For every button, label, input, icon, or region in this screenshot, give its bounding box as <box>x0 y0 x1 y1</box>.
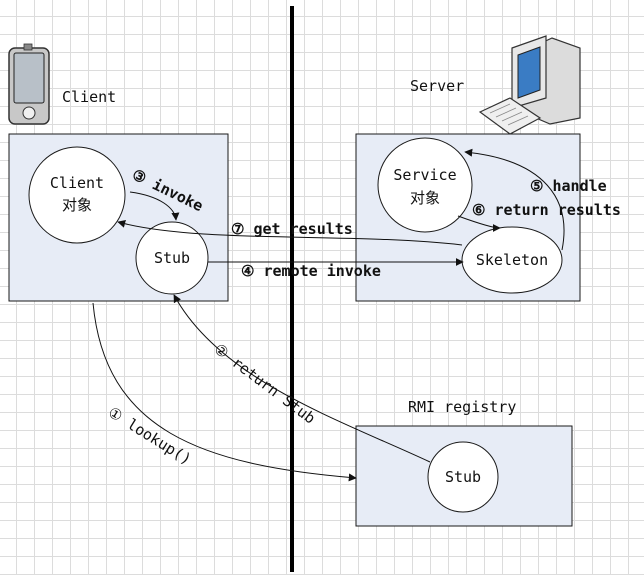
client-stub-label: Stub <box>154 249 190 267</box>
client-object-sublabel: 对象 <box>62 196 92 214</box>
return-stub-arrow <box>173 294 431 463</box>
service-object-sublabel: 对象 <box>410 189 440 207</box>
handle-arrow <box>464 148 565 251</box>
pda-icon <box>8 43 50 125</box>
skeleton-label: Skeleton <box>476 251 548 269</box>
get-results-arrow <box>117 219 463 246</box>
client-object-label: Client <box>50 174 104 192</box>
computer-icon <box>478 35 581 135</box>
step-lookup-label: ① lookup() <box>105 403 195 468</box>
service-object-label: Service <box>393 166 456 184</box>
client-stub-node: Stub <box>135 221 209 295</box>
step-return-stub-label: ② return Stub <box>211 340 319 428</box>
service-object-node: Service 对象 <box>377 137 473 233</box>
lookup-arrow <box>92 302 357 482</box>
return-results-arrow <box>457 215 501 232</box>
step-handle-label: ⑤ handle <box>530 177 607 195</box>
step-return-results-label: ⑥ return results <box>472 201 621 219</box>
skeleton-node: Skeleton <box>461 226 563 294</box>
client-object-node: Client 对象 <box>28 146 126 244</box>
server-label: Server <box>410 77 464 95</box>
invoke-arrow <box>129 191 180 221</box>
rmi-registry-label: RMI registry <box>408 398 516 416</box>
registry-stub-label: Stub <box>445 468 481 486</box>
client-label: Client <box>62 88 116 106</box>
step-get-results-label: ⑦ get results <box>231 220 353 238</box>
step-remote-invoke-label: ④ remote invoke <box>241 262 381 280</box>
registry-stub-node: Stub <box>427 441 499 513</box>
